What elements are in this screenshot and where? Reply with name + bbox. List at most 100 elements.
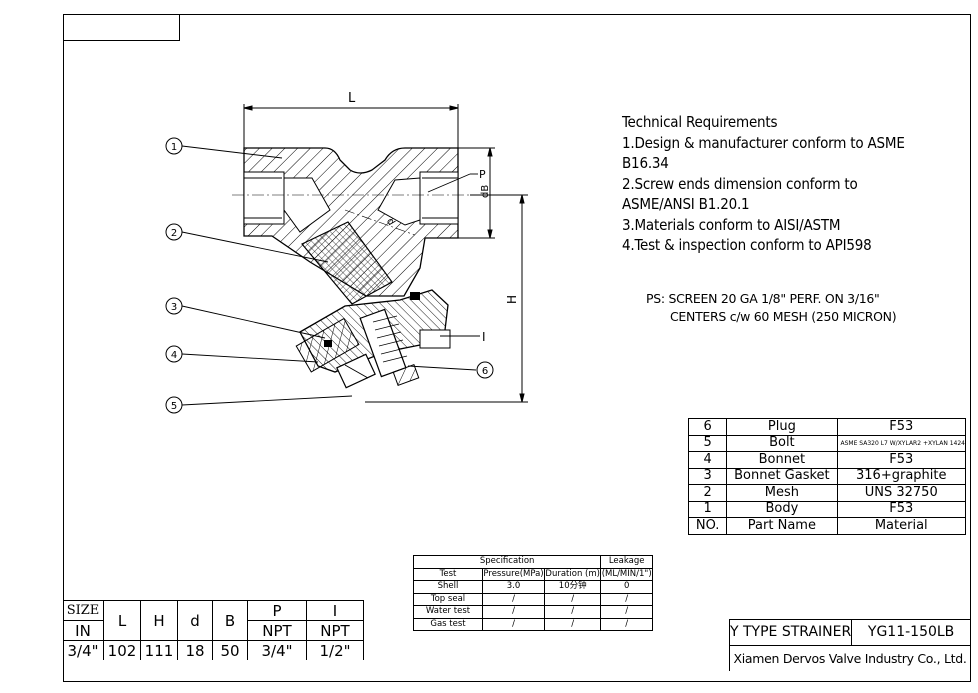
- svg-text:1: 1: [171, 142, 177, 153]
- model-number: YG11-150LB: [851, 619, 971, 646]
- header-material: Material: [836, 517, 966, 535]
- specification-table: Specification Leakage Test Pressure(MPa)…: [412, 555, 653, 631]
- balloon-2: 2: [165, 223, 183, 241]
- table-row: 1 Body F53: [687, 500, 966, 518]
- table-row: IN NPT NPT: [63, 620, 364, 641]
- balloon-leaders: [181, 145, 477, 406]
- value-I: 1/2": [306, 640, 364, 660]
- table-header-row: NO. Part Name Material: [687, 517, 966, 535]
- duration-value: /: [544, 617, 602, 631]
- leak-value: /: [600, 592, 653, 606]
- value-B: 50: [212, 640, 248, 660]
- company-name: Xiamen Dervos Valve Industry Co., Ltd.: [729, 645, 971, 671]
- leak-value: /: [600, 617, 653, 631]
- col-B: B: [212, 600, 248, 641]
- duration-value: /: [544, 605, 602, 619]
- value-size: 3/4": [63, 640, 104, 660]
- table-row: Gas test / / /: [413, 617, 653, 631]
- table-row: Xiamen Dervos Valve Industry Co., Ltd.: [729, 645, 971, 671]
- label-dB: dB: [480, 185, 491, 198]
- table-row: 2 Mesh UNS 32750: [687, 484, 966, 502]
- leak-value: 0: [600, 580, 653, 594]
- part-name: Bolt: [726, 434, 838, 452]
- thread-I: NPT: [306, 620, 364, 641]
- label-L: L: [348, 91, 356, 106]
- balloon-3: 3: [165, 297, 183, 315]
- table-row: Shell 3.0 10分钟 0: [413, 580, 653, 594]
- svg-text:2: 2: [171, 228, 177, 239]
- col-d: d: [177, 600, 213, 641]
- test-header: Test: [413, 567, 483, 581]
- tech-line: 1.Design & manufacturer conform to ASME: [622, 133, 905, 152]
- bonnet-assembly: [295, 289, 451, 389]
- test-name: Shell: [413, 580, 483, 594]
- unit-label: IN: [63, 620, 104, 641]
- dimension-L: [243, 104, 459, 148]
- part-material: UNS 32750: [836, 484, 966, 502]
- part-no: 6: [687, 418, 728, 436]
- svg-text:3: 3: [171, 302, 177, 313]
- table-header-row: Specification Leakage: [412, 555, 653, 569]
- pressure-value: /: [481, 605, 546, 619]
- duration-value: 10分钟: [544, 580, 602, 594]
- pressure-header: Pressure(MPa): [481, 567, 546, 581]
- part-name: Bonnet: [726, 451, 838, 469]
- thread-P: NPT: [247, 620, 307, 641]
- pressure-value: /: [481, 617, 546, 631]
- duration-value: /: [544, 592, 602, 606]
- svg-text:5: 5: [171, 401, 177, 412]
- part-no: 4: [687, 451, 728, 469]
- part-material: F53: [836, 500, 966, 518]
- tech-line: 4.Test & inspection conform to API598: [622, 236, 872, 254]
- ps-line-1: PS: SCREEN 20 GA 1/8" PERF. ON 3/16": [646, 291, 880, 306]
- header-part-name: Part Name: [726, 517, 838, 535]
- svg-text:4: 4: [171, 350, 177, 361]
- dimension-H: [365, 194, 528, 403]
- value-H: 111: [140, 640, 178, 660]
- duration-header: Duration (m): [544, 567, 602, 581]
- part-no: 1: [687, 500, 728, 518]
- col-P: P: [247, 600, 307, 621]
- tech-line: B16.34: [622, 154, 669, 172]
- dimension-dB: [458, 147, 495, 239]
- table-row: 3 Bonnet Gasket 316+graphite: [687, 467, 966, 485]
- label-d: d: [384, 217, 397, 228]
- size-label: SIZE: [63, 600, 104, 621]
- part-name: Bonnet Gasket: [726, 467, 838, 485]
- part-material: ASME SA320 L7 W/XYLAR2 +XYLAN 1424: [836, 434, 966, 452]
- part-material: F53: [836, 418, 966, 436]
- table-row: 6 Plug F53: [687, 418, 966, 436]
- test-name: Water test: [413, 605, 483, 619]
- table-row: SIZE L H d B P I: [63, 600, 364, 641]
- pressure-value: 3.0: [481, 580, 546, 594]
- size-table: SIZE L H d B P I IN NPT NPT 3/4" 102 111…: [63, 600, 364, 660]
- part-name: Plug: [726, 418, 838, 436]
- balloon-5: 5: [165, 396, 183, 414]
- leakage-header: Leakage: [600, 555, 653, 569]
- drawing-name: Y TYPE STRAINER: [728, 619, 853, 646]
- drawing-frame: [63, 14, 971, 682]
- spec-header: Specification: [412, 555, 602, 569]
- label-P: P: [479, 168, 486, 181]
- table-row: 5 Bolt ASME SA320 L7 W/XYLAR2 +XYLAN 142…: [687, 434, 966, 452]
- ps-line-2: CENTERS c/w 60 MESH (250 MICRON): [670, 309, 897, 324]
- col-L: L: [103, 600, 141, 641]
- test-name: Gas test: [413, 617, 483, 631]
- label-H: H: [505, 295, 519, 304]
- technical-requirements: Technical Requirements 1.Design & manufa…: [622, 112, 905, 256]
- valve-body: [232, 147, 475, 305]
- corner-box: [63, 14, 180, 41]
- part-name: Body: [726, 500, 838, 518]
- table-row: Water test / / /: [413, 605, 653, 619]
- col-I: I: [306, 600, 364, 621]
- svg-text:6: 6: [482, 366, 488, 377]
- tech-line: ASME/ANSI B1.20.1: [622, 195, 750, 213]
- leak-unit-header: (ML/MIN/1"): [600, 567, 653, 581]
- part-no: 3: [687, 467, 728, 485]
- part-no: 2: [687, 484, 728, 502]
- part-no: 5: [687, 434, 728, 452]
- balloon-4: 4: [165, 345, 183, 363]
- header-no: NO.: [687, 517, 728, 535]
- value-d: 18: [177, 640, 213, 660]
